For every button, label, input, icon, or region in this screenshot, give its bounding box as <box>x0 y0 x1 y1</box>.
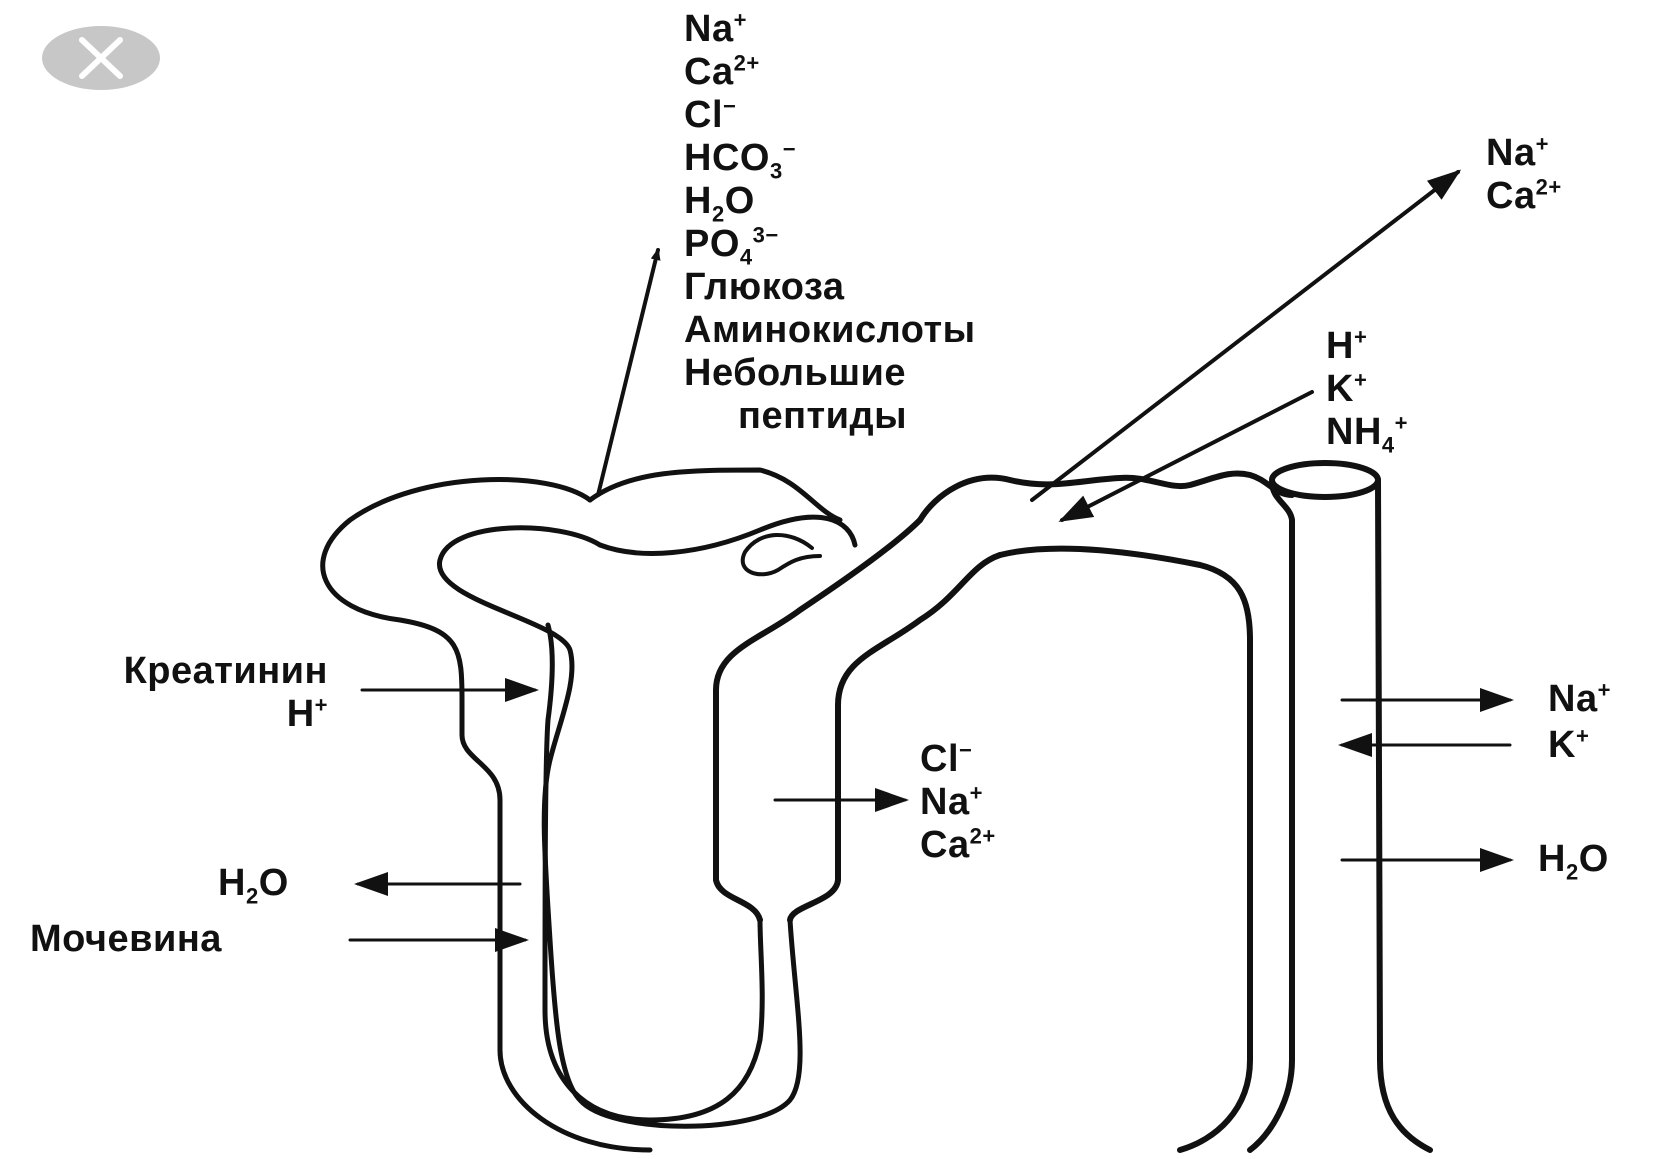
label-h-sec: H+ <box>1326 324 1368 367</box>
reabsorbed-list: Na+ Ca2+ Cl− HCO3− H2O PO43− Глюкоза Ами… <box>684 8 976 438</box>
label-na-cd: Na+ <box>1548 677 1611 720</box>
upper-glom <box>587 467 843 523</box>
label-na: Na+ <box>684 7 747 50</box>
distal-bottom <box>997 545 1253 643</box>
secreted-proximal: Креатинин H+ <box>14 650 328 736</box>
thick-ascending-right <box>787 552 1003 923</box>
arrow-proximal-up <box>596 248 661 497</box>
label-h-creat: H+ <box>286 692 328 735</box>
ascending-reabsorbed: Cl− Na+ Ca2+ <box>920 738 996 867</box>
label-na-tr: Na+ <box>1486 131 1549 174</box>
label-k-sec: K+ <box>1326 367 1368 410</box>
arrow-secretion-in <box>1058 390 1314 522</box>
label-k-cd: K+ <box>1548 723 1590 766</box>
distal-secreted: H+ K+ NH4+ <box>1326 324 1408 458</box>
label-peptides: пептиды <box>738 395 908 437</box>
collecting-duct-wall-left <box>1269 479 1295 523</box>
proximal-tubule-outer <box>437 525 803 1129</box>
thin-limb-inner <box>542 622 765 1123</box>
collecting-duct-inner <box>1247 517 1295 1153</box>
arrow-distal-up <box>1030 169 1462 502</box>
label-na-asc: Na+ <box>920 780 983 823</box>
thick-ascending-left <box>713 517 923 923</box>
close-button[interactable] <box>42 26 160 90</box>
label-urea: Мочевина <box>30 918 222 960</box>
distal-reabsorbed: Na+ Ca2+ <box>1486 132 1562 218</box>
label-h2o-cd: H2O <box>1538 838 1609 885</box>
label-ca-tr: Ca2+ <box>1486 174 1562 217</box>
distal-top <box>917 470 1295 523</box>
close-icon <box>79 37 123 79</box>
label-h2o: H2O <box>684 180 755 227</box>
label-small: Небольшие <box>684 352 906 394</box>
label-amino: Аминокислоты <box>684 309 976 351</box>
label-glucose: Глюкоза <box>684 266 845 308</box>
bowman-outer <box>320 477 653 1153</box>
label-cl-asc: Cl− <box>920 737 973 780</box>
label-cl: Cl− <box>684 93 737 136</box>
label-ca-asc: Ca2+ <box>920 823 996 866</box>
label-nh4-sec: NH4+ <box>1326 410 1408 458</box>
inner-curl <box>740 533 822 577</box>
collecting-duct-opening <box>1269 460 1381 500</box>
label-po4: PO43− <box>684 222 779 270</box>
label-creatinine: Креатинин <box>123 650 328 692</box>
label-hco3: HCO3− <box>684 136 797 184</box>
label-h2o-left: H2O <box>218 862 289 909</box>
bowman-top <box>597 514 858 556</box>
collecting-duct-wall-right <box>1375 477 1433 1153</box>
label-ca: Ca2+ <box>684 50 760 93</box>
distal-right-wall <box>1177 637 1253 1153</box>
